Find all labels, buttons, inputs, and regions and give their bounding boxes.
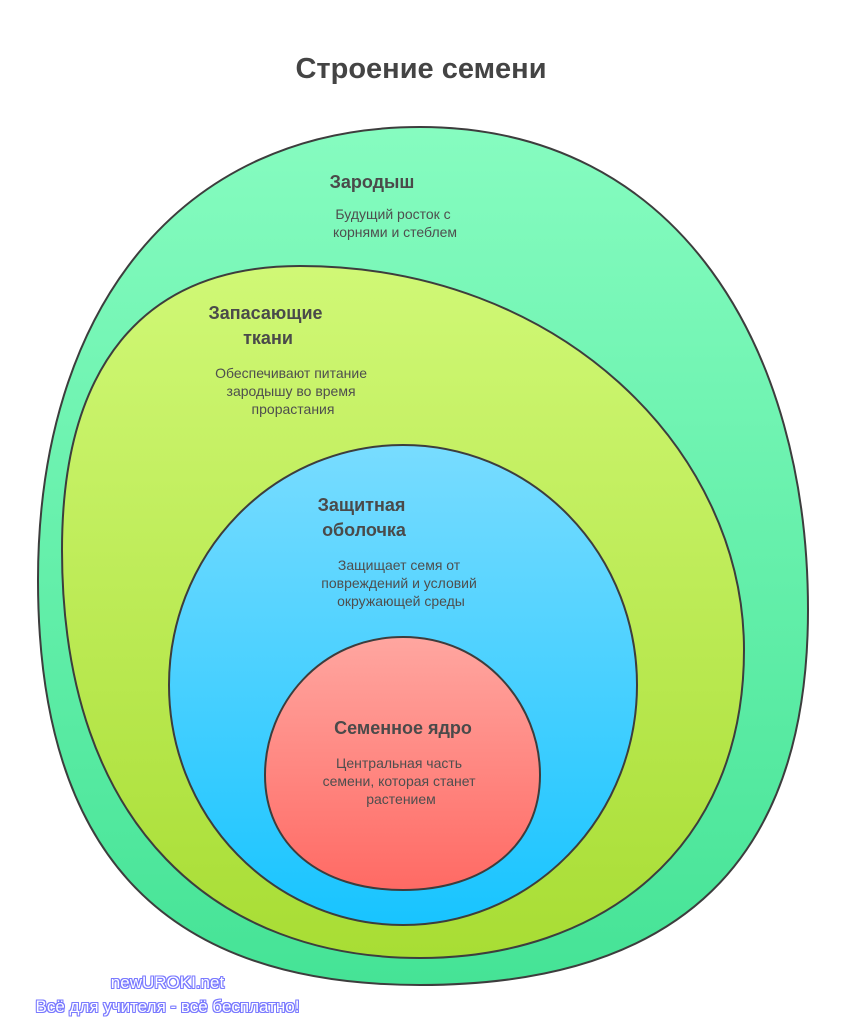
layer-coat-desc-line: Защищает семя от: [338, 557, 461, 573]
layer-storage-title-line: ткани: [243, 328, 293, 348]
layer-core: Семенное ядро Центральная часть семени, …: [263, 635, 542, 892]
layer-coat-title: Защитная оболочка: [318, 495, 411, 540]
layer-embryo-title: Зародыш: [330, 172, 415, 192]
layer-embryo-desc-line: корнями и стеблем: [333, 224, 457, 240]
watermark-slogan: Всё для учителя - всё бесплатно!: [35, 997, 300, 1016]
layer-embryo-description: Будущий росток с корнями и стеблем: [333, 206, 457, 240]
layer-core-desc-line: Центральная часть: [336, 755, 462, 771]
layer-storage-title: Запасающие ткани: [208, 303, 327, 348]
layer-embryo-desc-line: Будущий росток с: [335, 206, 450, 222]
layer-core-title: Семенное ядро: [334, 718, 472, 738]
layer-storage-description: Обеспечивают питание зародышу во время п…: [215, 365, 371, 417]
layer-storage-desc-line: зародышу во время: [227, 383, 356, 399]
layer-storage-desc-line: Обеспечивают питание: [215, 365, 367, 381]
watermark-site-name: newUROKI.net: [110, 973, 225, 992]
layer-coat-desc-line: окружающей среды: [337, 593, 465, 609]
diagram-title: Строение семени: [295, 53, 546, 85]
layer-coat-title-line: Защитная: [318, 495, 406, 515]
layer-storage-title-line: Запасающие: [208, 303, 322, 323]
layer-embryo-title-line: Зародыш: [330, 172, 415, 192]
layer-core-title-line: Семенное ядро: [334, 718, 472, 738]
layer-coat-description: Защищает семя от повреждений и условий о…: [321, 557, 480, 609]
layer-core-desc-line: растением: [366, 791, 436, 807]
layer-coat-desc-line: повреждений и условий: [321, 575, 477, 591]
layer-storage-desc-line: прорастания: [252, 401, 335, 417]
layer-core-desc-line: семени, которая станет: [323, 773, 476, 789]
layer-core-shape: [263, 635, 542, 892]
layer-core-description: Центральная часть семени, которая станет…: [323, 755, 480, 807]
layer-coat-title-line: оболочка: [322, 520, 407, 540]
